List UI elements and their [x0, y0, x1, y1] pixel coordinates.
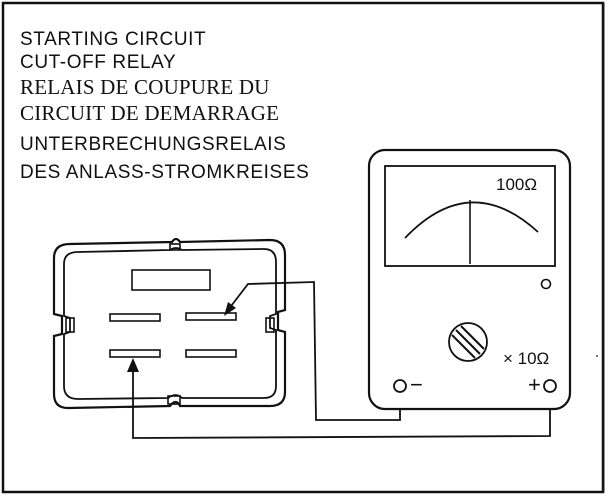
- lead-positive: [132, 364, 551, 439]
- title-line-1: STARTING CIRCUIT: [20, 29, 206, 50]
- lead-positive-arrowhead: [127, 358, 139, 372]
- scan-speck: [596, 355, 598, 357]
- lead-negative-arrowhead: [224, 302, 236, 316]
- terminal-positive-label: +: [528, 372, 541, 397]
- relay-inner-outline: [63, 247, 277, 400]
- terminal-negative-label: −: [410, 372, 423, 397]
- title-line-3: RELAIS DE COUPURE DU: [20, 75, 270, 99]
- meter-multiplier-label: × 10Ω: [503, 349, 549, 368]
- relay-terminals: [109, 269, 237, 358]
- knob-slot-c: [460, 325, 485, 350]
- zero-adjust-knob[interactable]: [448, 322, 488, 362]
- relay-terminal-bottom-right: [185, 349, 237, 358]
- title-block: STARTING CIRCUIT CUT-OFF RELAY RELAIS DE…: [20, 29, 309, 183]
- meter-range-label: 100Ω: [496, 175, 537, 194]
- relay-clip-left: [65, 317, 75, 333]
- title-line-4: CIRCUIT DE DEMARRAGE: [20, 101, 279, 125]
- knob-slot-b: [451, 334, 476, 359]
- relay-terminal-large: [131, 269, 211, 291]
- relay-housing: [52, 237, 287, 410]
- title-line-5: UNTERBRECHUNGSRELAIS: [20, 134, 286, 155]
- knob-slot-a: [455, 329, 481, 355]
- terminal-positive[interactable]: [543, 379, 557, 393]
- title-line-2: CUT-OFF RELAY: [20, 52, 176, 73]
- title-line-6: DES ANLASS-STROMKREISES: [20, 162, 309, 183]
- relay-terminal-top-left: [109, 313, 161, 322]
- relay-terminal-bottom-left: [109, 349, 161, 358]
- relay-terminal-top-right: [185, 312, 237, 321]
- relay-bottom-tab: [167, 395, 181, 405]
- lead-negative: [227, 281, 401, 421]
- relay-clip-right: [265, 317, 275, 333]
- terminal-negative[interactable]: [393, 379, 407, 393]
- relay-outer-outline: [52, 237, 287, 410]
- ohmmeter: 100Ω × 10Ω − +: [367, 148, 572, 411]
- test-leads: [132, 281, 551, 439]
- meter-indicator-dot: [540, 278, 552, 290]
- relay-top-tab: [169, 243, 181, 251]
